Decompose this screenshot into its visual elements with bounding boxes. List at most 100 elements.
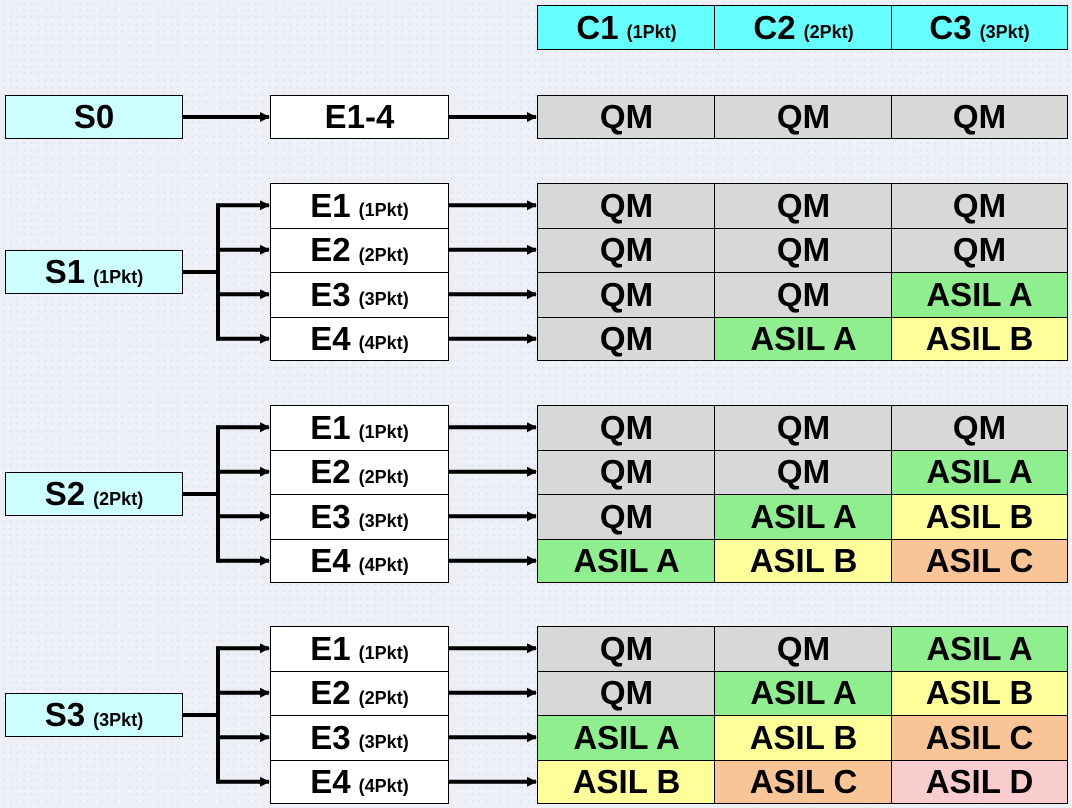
source-s3-event-e2: E2(2Pkt): [270, 670, 449, 716]
source-s3-event-e2-c2-cell: ASIL A: [714, 670, 893, 716]
source-s1-event-e3-label: E3: [310, 275, 351, 313]
source-s1-event-e4-packet-label: (4Pkt): [358, 333, 409, 354]
source-s2-event-e1-c1-cell-label: QM: [599, 408, 654, 446]
source-s3-event-e4-c1-cell-label: ASIL B: [572, 762, 681, 800]
source-s3-label: S3: [44, 696, 86, 733]
source-s2-event-e3-packet-label: (3Pkt): [358, 511, 409, 532]
source-s3-event-e4-c3-cell: ASIL D: [891, 759, 1068, 804]
source-s1-event-e4-c2-cell-label: ASIL A: [750, 319, 857, 357]
column-header-c3-label: C3: [929, 8, 972, 46]
source-s2-event-e1-packet-label: (1Pkt): [358, 422, 409, 443]
column-header-c1: C1(1Pkt): [537, 5, 716, 50]
source-s1-event-e2-c2-cell-label: QM: [776, 231, 831, 269]
source-s0-label: S0: [73, 98, 115, 135]
source-s0-event-e1-4-c1-cell-label: QM: [599, 98, 654, 135]
source-s1-event-e4-c2-cell: ASIL A: [714, 316, 893, 361]
source-s1-event-e1-c1-cell-label: QM: [599, 186, 654, 224]
source-s1-event-e2: E2 (2Pkt): [270, 227, 449, 273]
column-header-c1-label: C1: [576, 8, 619, 46]
column-header-c2: C2 (2Pkt): [714, 5, 893, 50]
source-s3-event-e3-c3-cell: ASIL C: [891, 715, 1068, 761]
source-s3-event-e1-c3-cell-label: ASIL A: [926, 629, 1033, 667]
source-s2-event-e2-c1-cell: QM: [537, 449, 716, 495]
source-s1-event-e4-c1-cell-label: QM: [599, 319, 654, 357]
source-s2-packet-label: (2Pkt): [93, 488, 144, 509]
source-s3-event-e4-label: E4: [310, 762, 351, 800]
source-s0-event-e1-4-c1-cell: QM: [537, 95, 716, 139]
source-s2-event-e3-c1-cell-label: QM: [599, 497, 654, 535]
source-s3-event-e1-label: E1: [310, 629, 351, 667]
source-s1-event-e2-label: E2: [310, 231, 351, 269]
source-s1-packet-label: (1Pkt): [93, 266, 144, 287]
source-s1-event-e4-c3-cell-label: ASIL B: [925, 319, 1034, 357]
source-s2-event-e1-c2-cell: QM: [714, 405, 893, 451]
source-s1-event-e3-c3-cell-label: ASIL A: [926, 275, 1033, 313]
source-s1-event-e2-c1-cell: QM: [537, 227, 716, 273]
source-s3-event-e4-c2-cell-label: ASIL C: [749, 762, 858, 800]
source-s1: S1 (1Pkt): [5, 250, 183, 294]
source-s0-event-e1-4-c2-cell-label: QM: [776, 98, 831, 135]
source-s0-event-e1-4-c3-cell: QM: [891, 95, 1068, 139]
source-s1-event-e1-c2-cell: QM: [714, 183, 893, 229]
column-header-c2-packet-label: (2Pkt): [803, 22, 854, 42]
source-s3-event-e2-c3-cell: ASIL B: [891, 670, 1068, 716]
source-s2-event-e4-c2-cell-label: ASIL B: [749, 541, 858, 579]
source-s3-event-e3-label: E3: [310, 718, 351, 756]
source-s2-event-e1: E1 (1Pkt): [270, 405, 449, 451]
source-s0-event-e1-4-label: E1-4: [324, 98, 395, 135]
source-s3-event-e1: E1 (1Pkt): [270, 626, 449, 672]
source-s3-packet-label: (3Pkt): [93, 709, 144, 730]
source-s1-event-e2-packet-label: (2Pkt): [358, 244, 409, 265]
source-s2-event-e2-c2-cell-label: QM: [776, 453, 831, 491]
source-s2-event-e4-label: E4: [310, 541, 351, 579]
source-s2-event-e4-c3-cell-label: ASIL C: [925, 541, 1034, 579]
source-s2-event-e2-c2-cell: QM: [714, 449, 893, 495]
source-s2-event-e3: E3 (3Pkt): [270, 494, 449, 540]
source-s3-event-e3-packet-label: (3Pkt): [358, 732, 409, 753]
source-s3-event-e3: E3 (3Pkt): [270, 715, 449, 761]
source-s2-label: S2: [44, 475, 86, 512]
source-s1-event-e1-c3-cell: QM: [891, 183, 1068, 229]
source-s2-event-e2: E2(2Pkt): [270, 449, 449, 495]
source-s2-event-e3-c2-cell: ASIL A: [714, 494, 893, 540]
source-s3-event-e3-c2-cell: ASIL B: [714, 715, 893, 761]
source-s3-event-e1-c2-cell-label: QM: [776, 629, 831, 667]
source-s2-event-e3-label: E3: [310, 497, 351, 535]
source-s2-event-e3-c1-cell: QM: [537, 494, 716, 540]
source-s0: S0: [5, 95, 183, 139]
source-s1-event-e1: E1(1Pkt): [270, 183, 449, 229]
source-s3-event-e4-packet-label: (4Pkt): [358, 776, 409, 797]
source-s2-event-e4-c1-cell: ASIL A: [537, 538, 716, 583]
source-s0-event-e1-4-c3-cell-label: QM: [952, 98, 1007, 135]
source-s2-event-e2-packet-label: (2Pkt): [358, 466, 409, 487]
source-s2-event-e1-label: E1: [310, 408, 351, 446]
source-s3-event-e1-c2-cell: QM: [714, 626, 893, 672]
source-s3-event-e1-c1-cell: QM: [537, 626, 716, 672]
source-s1-event-e3-c1-cell: QM: [537, 272, 716, 318]
source-s1-event-e4: E4(4Pkt): [270, 316, 449, 361]
source-s1-event-e4-c3-cell: ASIL B: [891, 316, 1068, 361]
source-s1-event-e3-c2-cell-label: QM: [776, 275, 831, 313]
source-s1-event-e1-c1-cell: QM: [537, 183, 716, 229]
source-s2-event-e3-c2-cell-label: ASIL A: [750, 497, 857, 535]
source-s2-event-e3-c3-cell-label: ASIL B: [925, 497, 1034, 535]
source-s2-event-e4: E4 (4Pkt): [270, 538, 449, 583]
source-s1-event-e1-packet-label: (1Pkt): [358, 200, 409, 221]
source-s2-event-e4-c1-cell-label: ASIL A: [573, 541, 680, 579]
source-s3-event-e3-c3-cell-label: ASIL C: [925, 718, 1034, 756]
source-s3-event-e2-c3-cell-label: ASIL B: [925, 674, 1034, 712]
source-s2-event-e4-packet-label: (4Pkt): [358, 555, 409, 576]
column-header-c2-label: C2: [753, 8, 796, 46]
source-s3-event-e2-c2-cell-label: ASIL A: [750, 674, 857, 712]
source-s1-event-e4-c1-cell: QM: [537, 316, 716, 361]
source-s1-label: S1: [44, 253, 86, 290]
source-s1-event-e2-c2-cell: QM: [714, 227, 893, 273]
source-s2-event-e3-c3-cell: ASIL B: [891, 494, 1068, 540]
source-s3-event-e2-packet-label: (2Pkt): [358, 687, 409, 708]
source-s3-event-e4: E4 (4Pkt): [270, 759, 449, 804]
source-s1-event-e3-c1-cell-label: QM: [599, 275, 654, 313]
source-s3-event-e1-packet-label: (1Pkt): [358, 643, 409, 664]
source-s1-event-e2-c3-cell-label: QM: [952, 231, 1007, 269]
source-s3: S3 (3Pkt): [5, 693, 183, 737]
